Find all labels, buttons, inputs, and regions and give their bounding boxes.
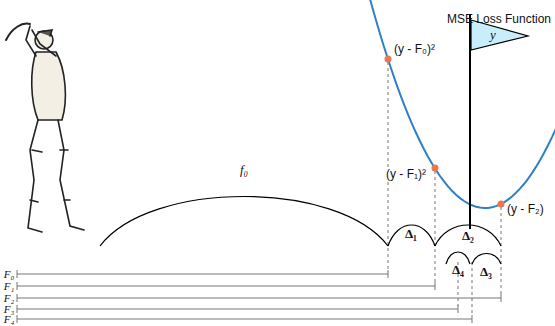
- prediction-label: F₂: [4, 292, 15, 304]
- step-label: Δ₃: [480, 265, 492, 279]
- prediction-label: F₁: [4, 280, 15, 292]
- step-label: Δ₂: [462, 229, 474, 243]
- prediction-label: F₀: [4, 268, 15, 280]
- step-label: Δ₁: [405, 227, 417, 241]
- golfer-figure: [6, 24, 84, 232]
- step-label: f₀: [240, 163, 248, 177]
- step-label: Δ₄: [452, 263, 464, 277]
- loss-label: (y - F₁)²: [385, 168, 427, 181]
- drop-lines: [388, 62, 501, 316]
- prediction-label: F₄: [4, 313, 15, 325]
- loss-label: (y - F₂): [506, 203, 545, 216]
- loss-curve: [356, 0, 555, 208]
- target-label: y: [490, 28, 496, 42]
- chart-title: MSE Loss Function: [447, 13, 551, 26]
- step-arcs: [100, 197, 501, 265]
- loss-dots: [385, 56, 505, 208]
- loss-label: (y - F₀)²: [393, 43, 436, 56]
- prediction-bars: [17, 270, 501, 323]
